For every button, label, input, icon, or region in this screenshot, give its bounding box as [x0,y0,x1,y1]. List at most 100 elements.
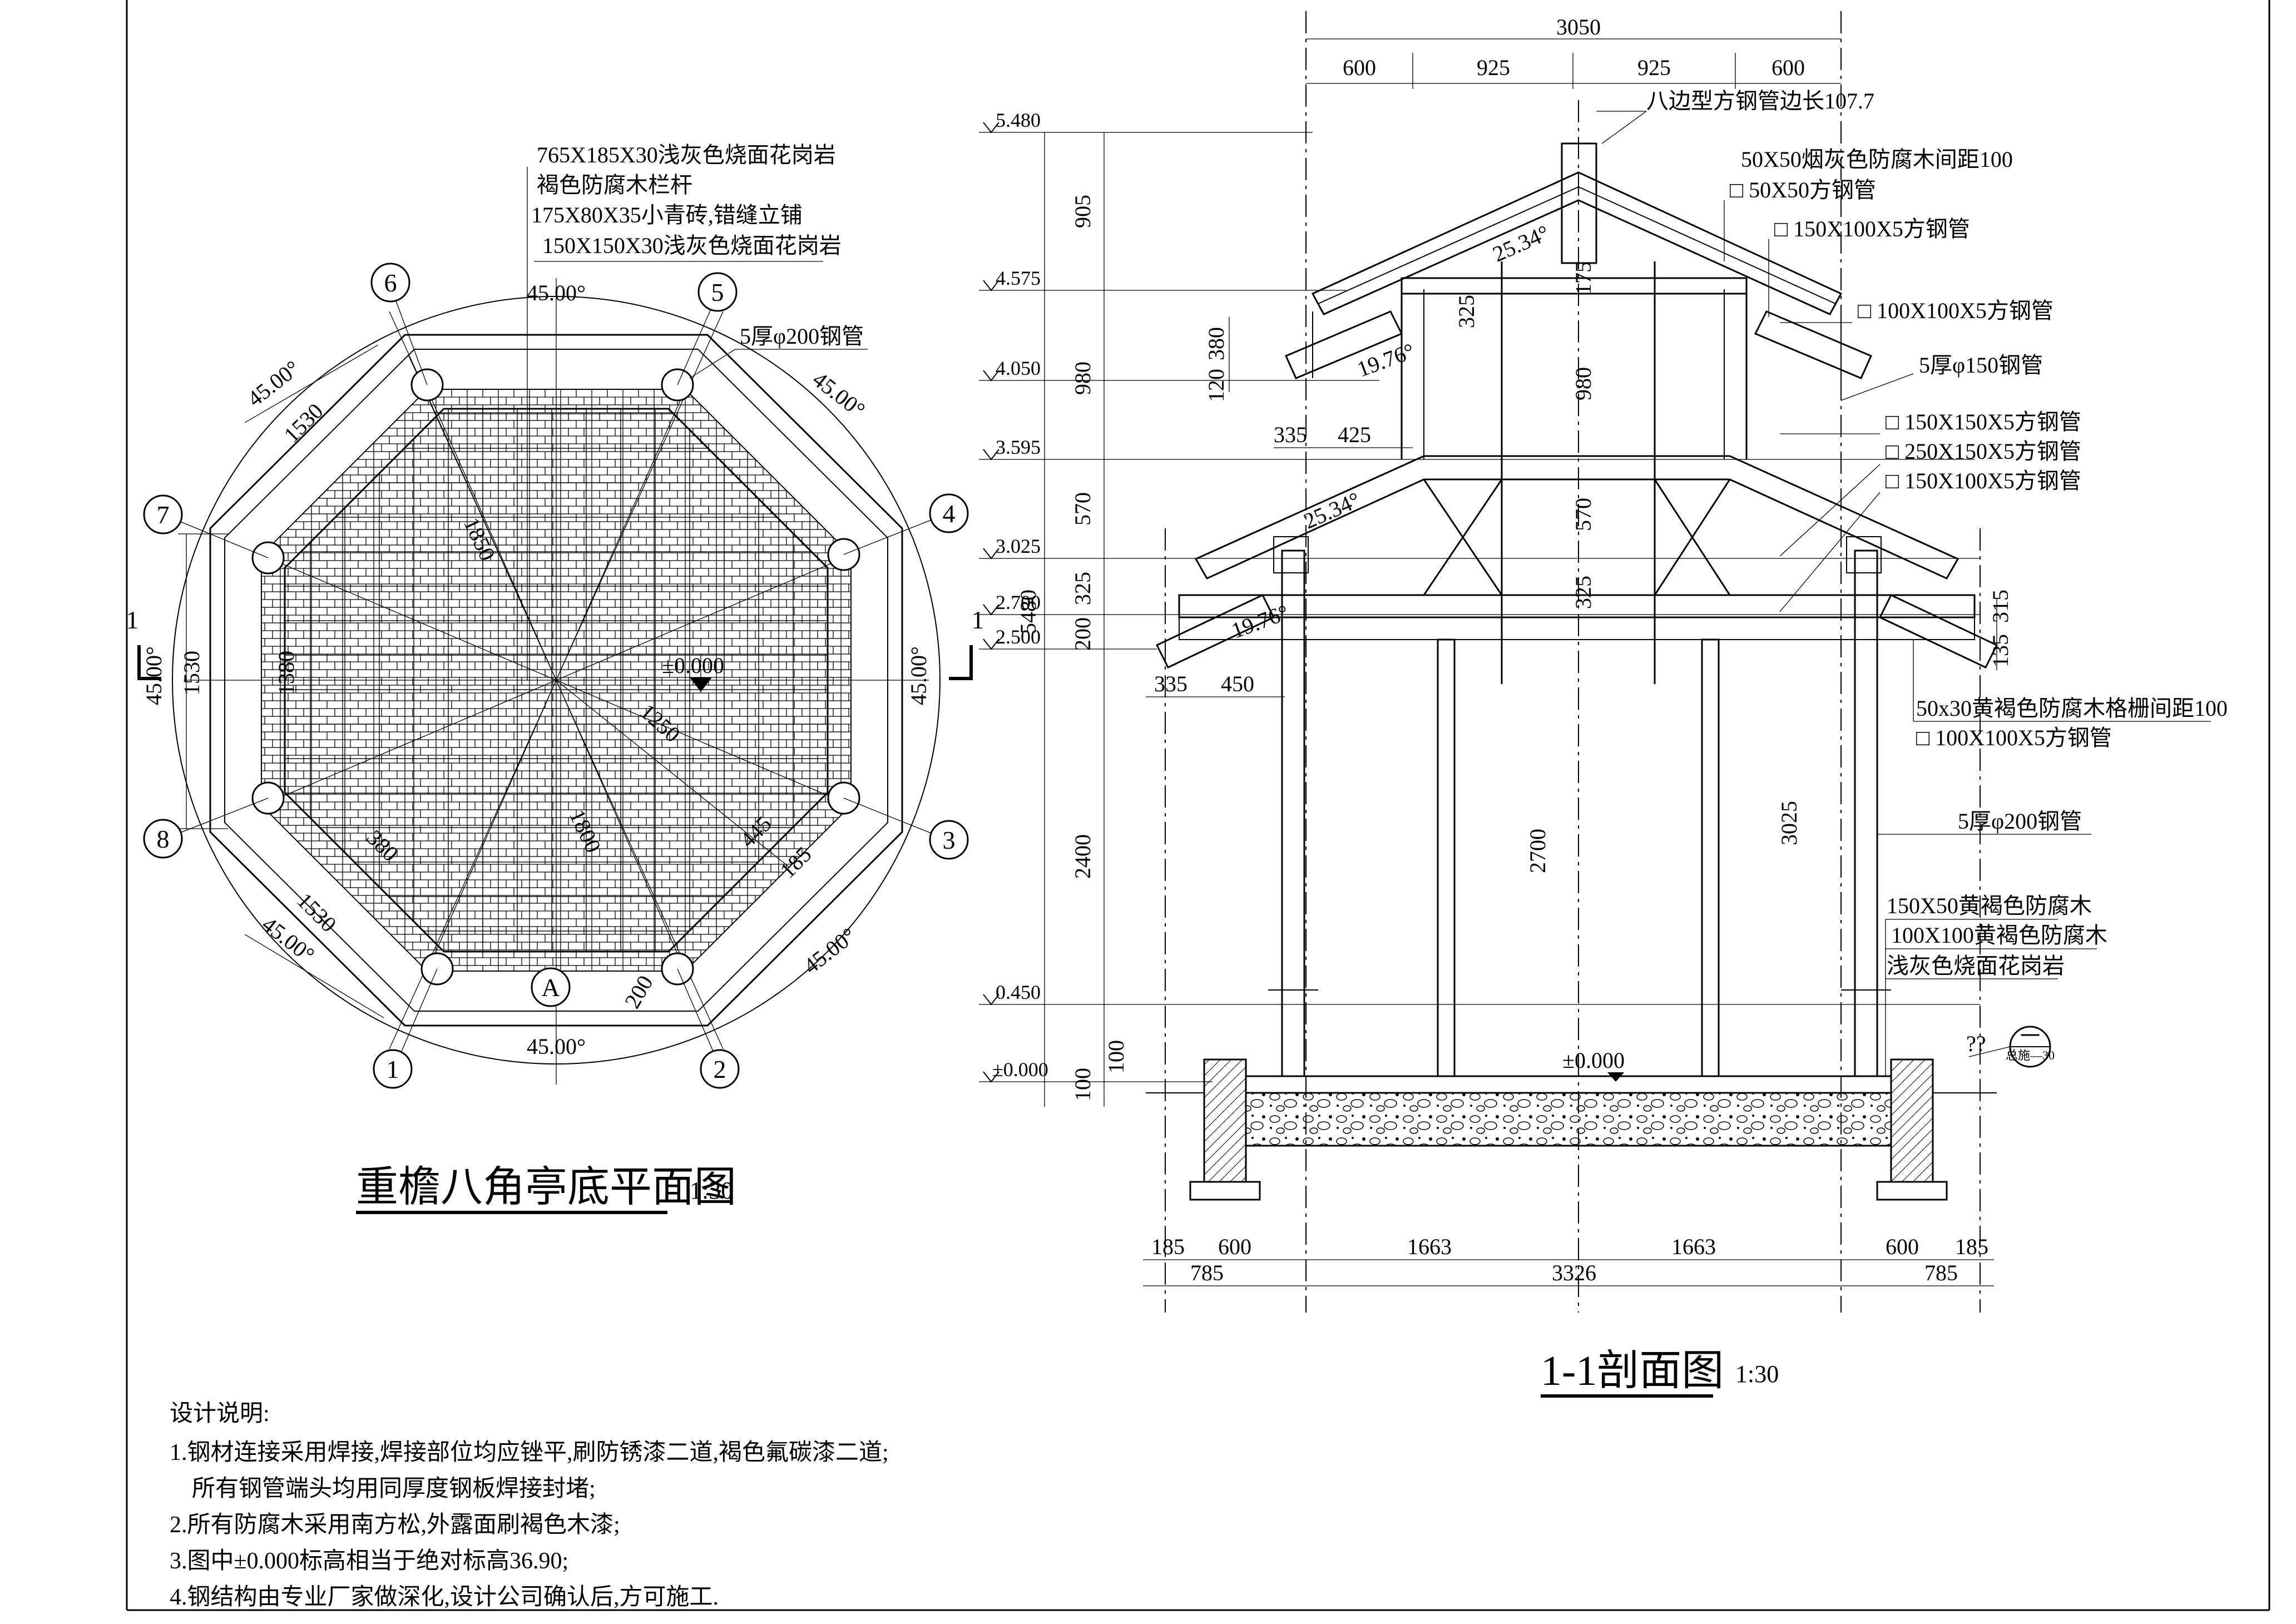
dim-side-top-left: 1530 [279,398,328,447]
plan-note-1: 765X185X30浅灰色烧面花岗岩 [537,142,836,167]
left-dim-570: 570 [1070,492,1095,526]
finial-post [1561,142,1597,264]
notes-line-1: 1.钢材连接采用焊接,焊接部位均应锉平,刷防锈漆二道,褐色氟碳漆二道; [170,1439,889,1465]
foundation: ±0.000 [1146,1048,1997,1201]
bottom-dim-2: 600 [1218,1234,1251,1259]
notes-line-4: 3.图中±0.000标高相当于绝对标高36.90; [170,1548,568,1574]
dim-425: 425 [1338,422,1371,447]
column-dim-2700: 2700 [1525,829,1550,873]
callout-11: □ 100X100X5方钢管 [1916,725,2112,750]
plan-datum-label: ±0.000 [662,653,724,678]
axis-label-8: 8 [157,825,170,853]
design-notes: 设计说明: 1.钢材连接采用焊接,焊接部位均应锉平,刷防锈漆二道,褐色氟碳漆二道… [170,1401,889,1610]
callout-15: 浅灰色烧面花岗岩 [1887,953,2065,978]
axis-label-4: 4 [943,499,956,528]
plan-scale: 1:30 [690,1177,733,1204]
bottom-dim-9: 785 [1924,1260,1958,1285]
inner-octagon [284,408,829,953]
center-dim-325: 325 [1571,576,1596,609]
angle-bottom: 45.00° [527,1034,586,1059]
bottom-dim-5: 600 [1886,1234,1919,1259]
section-scale: 1:30 [1735,1360,1779,1388]
elev-3595: 3.595 [996,436,1041,458]
bottom-dim-3: 1663 [1407,1234,1452,1259]
axis-bubbles: 6 5 4 3 2 1 8 7 A [143,263,969,1089]
section-left-dims: 905 980 570 325 200 2400 100 5480 100 [1016,132,1129,1107]
elev-4050: 4.050 [996,357,1041,379]
section-top-dims: 3050 600 925 925 600 [1306,14,1841,89]
left-dim-200: 200 [1070,617,1095,651]
footing-left [1203,1058,1247,1183]
elevation-markers: 5.480 4.575 4.050 3.595 3.025 2.700 2.50… [979,109,1980,1083]
upper-roof [1285,142,1872,684]
right-dim-135: 135 [1988,634,2013,667]
notes-heading: 设计说明: [170,1401,270,1427]
column-dim-3025: 3025 [1777,801,1802,845]
pitch-label-1: 25.34° [1489,220,1553,267]
section-mark-right: 1 [972,606,984,634]
top-total-dim: 3050 [1556,14,1601,39]
dim-span-1380: 1380 [274,651,299,695]
bottom-dim-6: 185 [1955,1234,1988,1259]
center-dim-570: 570 [1571,498,1596,531]
dim-side-bottom-left: 1530 [292,888,341,937]
callout-2: 50X50烟灰色防腐木间距100 [1741,147,2013,172]
dim-450: 450 [1221,671,1254,696]
dim-120: 120 [1204,369,1229,402]
plan-material-notes: 765X185X30浅灰色烧面花岗岩 褐色防腐木栏杆 175X80X35小青砖,… [527,142,868,680]
section-bottom-dims: 185 600 1663 1663 600 185 785 3326 785 [1143,1234,1994,1286]
dim-335a: 335 [1274,422,1307,447]
beam-octagon [224,349,888,1012]
plan-post-note: 5厚φ200钢管 [740,324,864,349]
left-dim-905: 905 [1070,195,1095,228]
callout-10: 50x30黄褐色防腐木格栅间距100 [1916,696,2228,721]
dim-200: 200 [620,971,658,1012]
axis-label-6: 6 [384,269,397,297]
angle-bottom-right: 45.00° [799,923,860,979]
callout-14: 100X100黄褐色防腐木 [1891,923,2107,948]
section-1-1-view: 3050 600 925 925 600 5.480 4.575 4.050 3… [979,11,2228,1398]
column-left-inner [1437,638,1456,1077]
granite-floor [1245,1075,1892,1094]
top-dim-3: 925 [1637,55,1671,80]
column-right-outer [1854,549,1878,1077]
axis-label-1: 1 [387,1055,399,1083]
elev-3025: 3.025 [996,535,1041,557]
plan-note-3: 175X80X35小青砖,错缝立铺 [531,202,803,227]
section-title: 1-1剖面图 [1541,1348,1724,1394]
left-dim-980: 980 [1070,362,1095,395]
plan-datum: ±0.000 [662,653,724,692]
footing-right [1890,1058,1934,1183]
elev-0450: 0.450 [996,981,1041,1003]
callout-12: 5厚φ200钢管 [1958,809,2082,834]
outer-octagon [209,334,903,1027]
top-dim-2: 925 [1477,55,1510,80]
detail-ref-bottom: 总施—30 [2006,1048,2055,1062]
axis-label-7: 7 [157,501,170,529]
column-right-inner [1701,638,1720,1077]
detail-ref-top: 一 [2020,1025,2040,1047]
plan-construction-lines [184,278,929,1085]
center-dim-175: 175 [1571,261,1596,295]
notes-line-5: 4.钢结构由专业厂家做深化,设计公司确认后,方可施工. [170,1584,719,1610]
elev-2500: 2.500 [996,626,1041,648]
top-dim-1: 600 [1343,55,1376,80]
right-dim-315: 315 [1988,590,2013,623]
angle-top-right: 45.00° [808,367,870,423]
plan-title: 重檐八角亭底平面图 [356,1164,736,1211]
floor-datum: ±0.000 [1562,1048,1625,1073]
callout-13: 150X50黄褐色防腐木 [1887,893,2092,918]
notes-line-2: 所有钢管端头均用同厚度钢板焊接封堵; [192,1476,596,1502]
center-dim-980: 980 [1571,367,1596,400]
overall-height-dim: 5480 [1016,590,1041,634]
plan-note-4: 150X150X30浅灰色烧面花岗岩 [542,233,842,258]
elev-4575: 4.575 [996,267,1041,289]
callout-7: □ 150X150X5方钢管 [1886,409,2081,434]
section-mark-left: 1 [126,606,139,634]
dim-380: 380 [1204,327,1229,360]
angle-top: 45.00° [527,280,586,305]
pitch-label-2: 19.76° [1354,338,1418,382]
callout-6: 5厚φ150钢管 [1919,353,2043,378]
axis-label-5: 5 [711,278,724,306]
left-dim-325: 325 [1070,572,1095,605]
